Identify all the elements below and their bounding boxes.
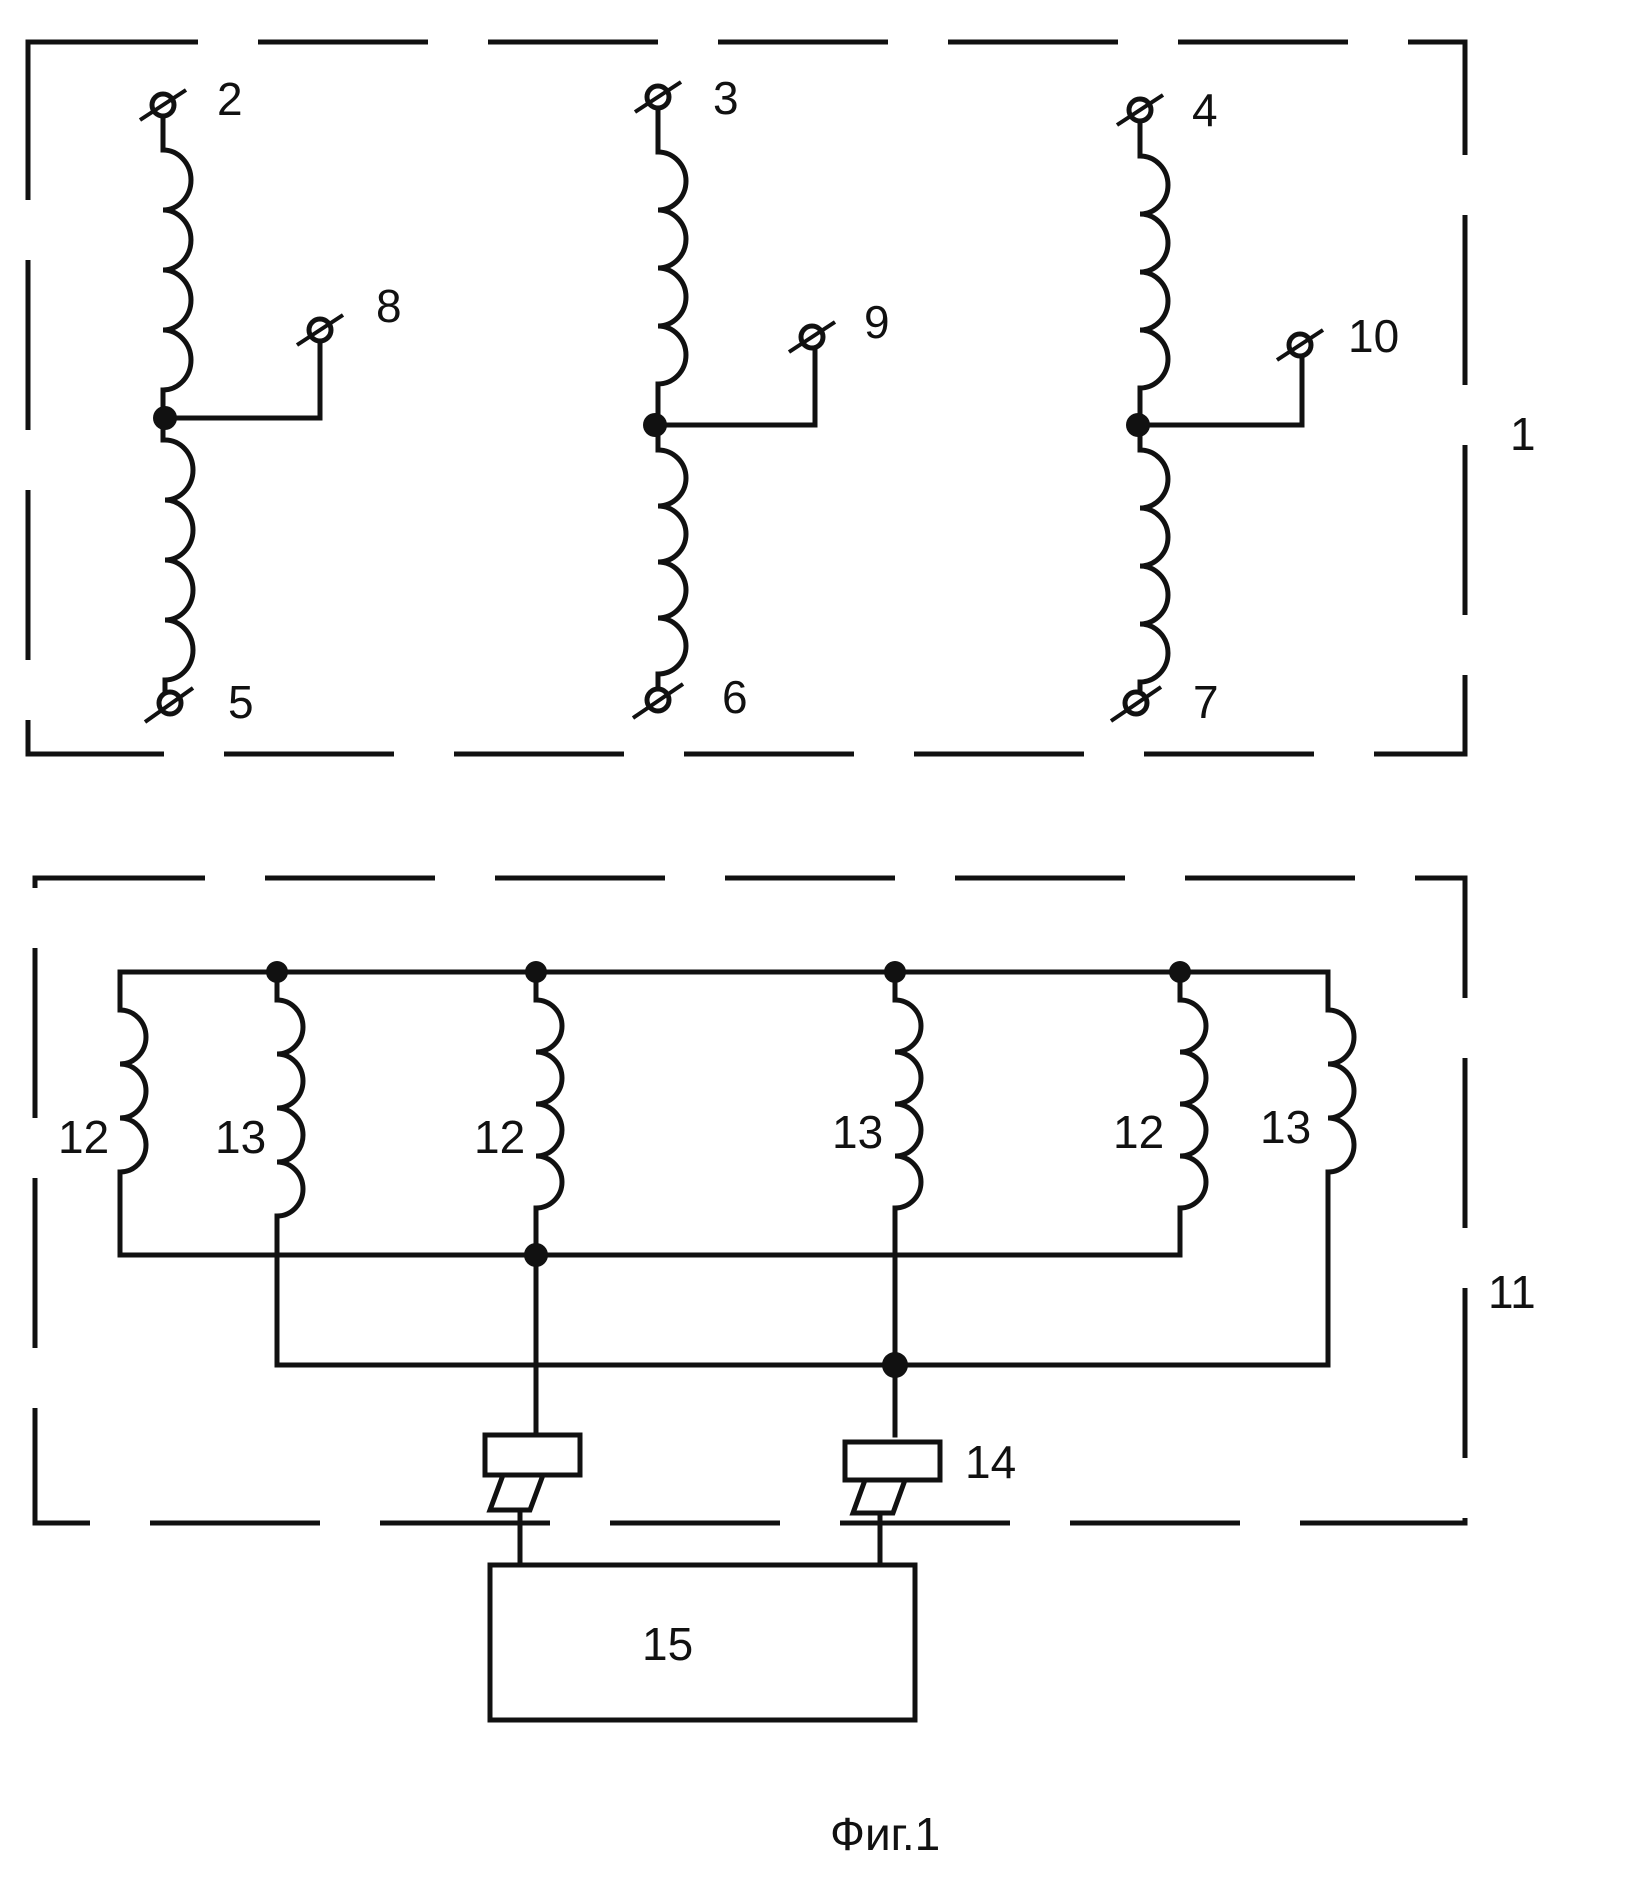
top-unit: 1 2 8 5: [25, 39, 1536, 757]
top-unit-label: 1: [1510, 408, 1536, 460]
sensor-left: [482, 1432, 583, 1478]
coil-13-second: [894, 997, 924, 1211]
coil-label: 13: [832, 1106, 883, 1158]
coil-12-second: [535, 997, 565, 1211]
coil-13-first: [276, 997, 306, 1219]
terminal-label-10: 10: [1348, 310, 1399, 362]
coil-label: 12: [1113, 1106, 1164, 1158]
terminal-label-8: 8: [376, 280, 402, 332]
winding-a: 2 8 5: [138, 73, 402, 728]
coil-label: 12: [58, 1111, 109, 1163]
sensor-right-core: [849, 1477, 909, 1516]
winding-b: 3 9 6: [631, 72, 890, 723]
bottom-unit-label: 11: [1488, 1266, 1536, 1318]
coil-13-third: [1327, 1007, 1357, 1175]
terminal-label-9: 9: [864, 296, 890, 348]
bus-13-junction: [882, 1352, 908, 1378]
bus-12-junction: [524, 1243, 548, 1267]
sensor-right: [842, 1439, 943, 1483]
coil-label: 13: [1260, 1101, 1311, 1153]
coil-lower-c: [1139, 447, 1171, 685]
winding-c: 4 10 7: [1109, 84, 1399, 728]
terminal-label-7: 7: [1193, 676, 1219, 728]
coil-lower-b: [657, 447, 689, 677]
coil-upper-b: [657, 149, 689, 387]
coil-12-third: [1179, 997, 1209, 1211]
device-label: 15: [642, 1618, 693, 1670]
coil-upper-c: [1139, 153, 1171, 391]
coil-label: 12: [474, 1111, 525, 1163]
coil-label: 13: [215, 1111, 266, 1163]
coil-lower-a: [164, 437, 196, 683]
top-unit-frame: [25, 39, 1468, 757]
terminal-label-2: 2: [217, 73, 243, 125]
terminal-label-5: 5: [228, 676, 254, 728]
terminal-label-6: 6: [722, 671, 748, 723]
device-box: [487, 1562, 918, 1723]
coil-upper-a: [162, 147, 194, 393]
sensor-label: 14: [965, 1436, 1016, 1488]
terminal-label-3: 3: [713, 72, 739, 124]
bottom-unit: 11: [32, 875, 1536, 1526]
sensor-left-core: [486, 1472, 547, 1513]
terminal-label-4: 4: [1192, 84, 1218, 136]
figure-caption: Фиг.1: [830, 1808, 940, 1860]
measuring-device: 15: [487, 1507, 918, 1723]
coil-12-first: [119, 1007, 149, 1175]
bottom-unit-frame: [32, 875, 1468, 1526]
